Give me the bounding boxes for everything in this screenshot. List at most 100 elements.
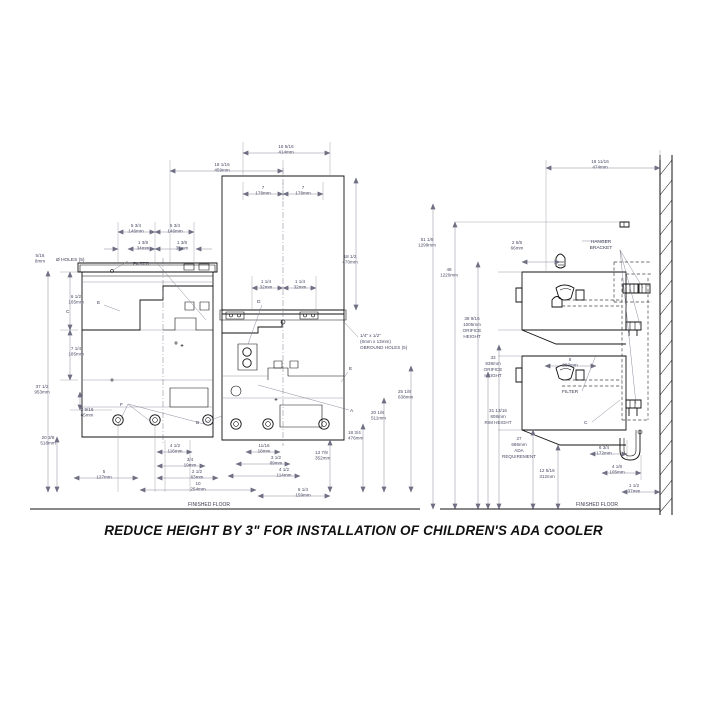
- callout-c: C: [66, 309, 70, 315]
- label-orifice-lo-2: HEIGHT: [484, 373, 502, 378]
- dim-right-v1-in: 25 1/8: [398, 389, 411, 394]
- dim-pitch-b-mm: 146mm: [167, 229, 182, 234]
- dim-b5-in: 10: [195, 481, 201, 486]
- dim-pitch-b-in: 5 3/4: [170, 223, 181, 228]
- dim-c4-mm: 159mm: [295, 493, 310, 498]
- dim-b2r-mm: 105mm: [609, 470, 624, 475]
- dim-b3-mm: 63mm: [191, 475, 204, 480]
- dim-b4-in: 5: [103, 469, 106, 474]
- dim-half-b-mm: 178mm: [295, 191, 310, 196]
- dim-top-inner-mm: 414mm: [278, 150, 293, 155]
- right-dimensions: 18 11/16 474mm 51 1/8 1299mm 48 1220mm 2…: [418, 150, 661, 510]
- dim-filter-w-mm: 203mm: [562, 363, 577, 368]
- dim-filter-w-in: 8: [569, 357, 572, 362]
- dim-hole-dia-in: 5/16: [36, 253, 45, 258]
- dim-b3-in: 2 1/2: [192, 469, 203, 474]
- left-dimensions: 18 1/16 459mm 16 5/16 414mm 7 178mm 7 17…: [34, 142, 354, 493]
- label-hanger-2: BRACKET: [590, 245, 613, 251]
- dim-top-outer-mm: 459mm: [214, 168, 229, 173]
- dim-b3r-in: 1 1/2: [629, 483, 640, 488]
- dim-edge-b-mm: 35mm: [176, 246, 189, 251]
- label-ada-1: ADA: [514, 448, 524, 453]
- bottom-dimensions-left: 4 1/2 116mm 3/4 19mm 2 1/2 63mm 5 127mm …: [30, 426, 420, 509]
- dim-right-v3-mm: 476mm: [348, 436, 363, 441]
- dim-edge-a-in: 1 3/8: [138, 240, 149, 245]
- dim-right-h-mm: 470mm: [342, 260, 357, 265]
- dim-b-in: 4 1/2: [170, 443, 181, 448]
- dim-wall-offset-mm: 474mm: [592, 165, 607, 170]
- dim-v-foot-mm: 65mm: [81, 413, 94, 418]
- dim-top-inner-in: 16 5/16: [278, 144, 294, 149]
- dim-b4-mm: 127mm: [96, 475, 111, 480]
- dim-orifice-hi-in: 39 9/16: [464, 316, 480, 321]
- dim-right-v2-mm: 511mm: [371, 416, 386, 421]
- label-filter-right: FILTER: [562, 389, 579, 395]
- dim-pitch-a-mm: 146mm: [128, 229, 143, 234]
- dim-b-mm: 116mm: [168, 449, 183, 454]
- dim-wall-offset-in: 18 11/16: [591, 159, 609, 164]
- note-obround-1: 1/4" x 1/2": [360, 333, 381, 338]
- dim-half-a-mm: 178mm: [255, 191, 270, 196]
- center-dimensions: 18 1/2 470mm 1/4" x 1/2" (6mm x 13mm) OB…: [315, 177, 414, 493]
- dim-low-in: 12 5/16: [539, 468, 555, 473]
- label-finished-floor-left: FINISHED FLOOR: [188, 502, 230, 508]
- dim-c4-in: 6 1/4: [298, 487, 309, 492]
- dim-c3-in: 4 1/2: [279, 467, 290, 472]
- dim-b3r-mm: 37mm: [628, 489, 641, 494]
- note-obround-2: (6mm x 13mm): [360, 339, 391, 344]
- dim-ada-in: 27: [516, 436, 522, 441]
- dim-b1r-mm: 172mm: [596, 451, 611, 456]
- dim-b2-in: 3/4: [187, 457, 194, 462]
- dim-low-mm: 312mm: [539, 474, 554, 479]
- callout-a: A: [350, 408, 354, 414]
- dim-pitch-a-in: 5 3/4: [131, 223, 142, 228]
- dim-right-v1-mm: 638mm: [398, 395, 413, 400]
- dim-orifice-lo-mm: 838mm: [485, 361, 500, 366]
- dim-v-foot-in: 2 9/16: [81, 407, 94, 412]
- dim-slot-b-in: 1 1/4: [295, 279, 306, 284]
- dim-v-mid-in: 7 1/4: [71, 346, 82, 351]
- dim-v-mid-mm: 185mm: [68, 352, 83, 357]
- dim-right-h-in: 18 1/2: [344, 254, 357, 259]
- dim-half-a-in: 7: [262, 185, 265, 190]
- callout-e-left: E: [97, 300, 100, 306]
- dim-c1-in: 11/16: [258, 443, 270, 448]
- dim-hole-dia-mm: 8mm: [35, 259, 45, 264]
- dim-orifice-lo-in: 33: [490, 355, 496, 360]
- dim-right-v4-in: 13 7/8: [315, 450, 328, 455]
- label-orifice-lo-1: ORIFICE: [484, 367, 503, 372]
- center-front-view: [220, 168, 346, 446]
- dim-v-upper-mm: 165mm: [68, 300, 83, 305]
- dim-top-outer-in: 18 1/16: [214, 162, 230, 167]
- dim-slot-a-in: 1 1/4: [261, 279, 272, 284]
- dim-b2-mm: 19mm: [184, 463, 197, 468]
- dim-v-lower-in: 20 3/8: [42, 435, 55, 440]
- dim-v-overall-in: 37 1/2: [36, 384, 49, 389]
- dim-c1-mm: 18mm: [258, 449, 271, 454]
- dim-hanger-height-mm: 1220mm: [440, 273, 458, 278]
- dim-b2r-in: 4 1/8: [612, 464, 623, 469]
- callout-f: F: [120, 402, 123, 408]
- callout-b: B: [196, 420, 199, 426]
- label-orifice-hi-1: ORIFICE: [463, 328, 482, 333]
- dim-b1r-in: 6 3/4: [599, 445, 610, 450]
- dim-c2-mm: 89mm: [270, 461, 283, 466]
- dim-orifice-hi-mm: 1005mm: [463, 322, 481, 327]
- dim-ada-mm: 686mm: [511, 442, 526, 447]
- dim-hanger-height-in: 48: [446, 267, 452, 272]
- right-side-view: [498, 155, 672, 515]
- dim-right-v2-in: 20 1/8: [371, 410, 384, 415]
- dim-c3-mm: 114mm: [277, 473, 292, 478]
- label-hole-note: Ø HOLES (5): [56, 257, 85, 263]
- dim-c2-in: 3 1/2: [271, 455, 282, 460]
- dim-v-lower-mm: 518mm: [40, 441, 55, 446]
- dim-rim-in: 31 13/16: [489, 408, 507, 413]
- dim-b5-mm: 254mm: [190, 487, 205, 492]
- dim-v-overall-mm: 953mm: [34, 390, 49, 395]
- label-orifice-hi-2: HEIGHT: [463, 334, 481, 339]
- dim-top-height-mm: 1299mm: [418, 243, 436, 248]
- dim-edge-b-in: 1 3/8: [177, 240, 188, 245]
- dim-edge-a-mm: 34mm: [137, 246, 150, 251]
- label-rim-note: RIM HEIGHT: [484, 420, 511, 425]
